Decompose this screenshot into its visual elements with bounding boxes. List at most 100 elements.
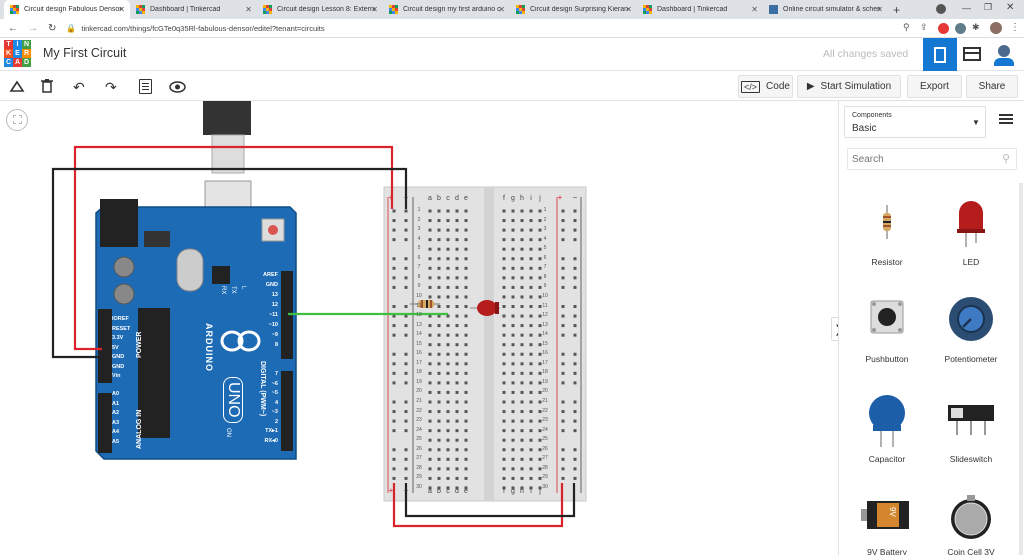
breadboard-hole[interactable] — [464, 400, 468, 404]
rail-hole[interactable] — [561, 362, 565, 366]
breadboard-hole[interactable] — [446, 362, 450, 366]
wire-rail-red[interactable] — [392, 483, 564, 528]
rail-hole[interactable] — [561, 410, 565, 414]
back-arrow-icon[interactable]: ← — [8, 22, 18, 34]
breadboard-hole[interactable] — [428, 486, 432, 490]
breadboard-hole[interactable] — [437, 238, 441, 242]
breadboard-hole[interactable] — [538, 295, 542, 299]
breadboard-hole[interactable] — [511, 410, 515, 414]
rotate-icon[interactable] — [9, 79, 25, 93]
rail-hole[interactable] — [573, 228, 577, 232]
breadboard-hole[interactable] — [455, 276, 459, 280]
breadboard-hole[interactable] — [511, 266, 515, 270]
breadboard-hole[interactable] — [446, 219, 450, 223]
rail-hole[interactable] — [573, 362, 577, 366]
breadboard-hole[interactable] — [502, 410, 506, 414]
breadboard-hole[interactable] — [529, 257, 533, 261]
breadboard-hole[interactable] — [428, 295, 432, 299]
browser-tab[interactable]: Circuit design Lesson 8: External✕ — [257, 0, 383, 19]
breadboard-hole[interactable] — [538, 390, 542, 394]
breadboard-hole[interactable] — [511, 467, 515, 471]
rail-hole[interactable] — [392, 362, 396, 366]
code-button[interactable]: </> Code — [738, 75, 793, 98]
breadboard-hole[interactable] — [502, 257, 506, 261]
breadboard-hole[interactable] — [511, 476, 515, 480]
breadboard-hole[interactable] — [437, 276, 441, 280]
breadboard-hole[interactable] — [538, 352, 542, 356]
rail-hole[interactable] — [561, 228, 565, 232]
breadboard-hole[interactable] — [520, 438, 524, 442]
breadboard-hole[interactable] — [520, 410, 524, 414]
breadboard-hole[interactable] — [529, 390, 533, 394]
breadboard-hole[interactable] — [529, 343, 533, 347]
breadboard-hole[interactable] — [502, 333, 506, 337]
breadboard-hole[interactable] — [446, 429, 450, 433]
rail-hole[interactable] — [404, 381, 408, 385]
breadboard-hole[interactable] — [529, 476, 533, 480]
breadboard-hole[interactable] — [538, 467, 542, 471]
breadboard-hole[interactable] — [437, 228, 441, 232]
breadboard-hole[interactable] — [437, 429, 441, 433]
breadboard-hole[interactable] — [428, 457, 432, 461]
breadboard-hole[interactable] — [464, 448, 468, 452]
breadboard-hole[interactable] — [437, 390, 441, 394]
user-avatar[interactable] — [991, 43, 1017, 67]
rail-hole[interactable] — [392, 285, 396, 289]
breadboard-hole[interactable] — [529, 295, 533, 299]
breadboard-hole[interactable] — [464, 371, 468, 375]
breadboard-hole[interactable] — [511, 219, 515, 223]
breadboard-hole[interactable] — [464, 285, 468, 289]
rail-hole[interactable] — [561, 467, 565, 471]
breadboard-hole[interactable] — [455, 266, 459, 270]
rail-hole[interactable] — [561, 257, 565, 261]
breadboard-hole[interactable] — [428, 324, 432, 328]
breadboard-hole[interactable] — [446, 333, 450, 337]
breadboard-hole[interactable] — [437, 209, 441, 213]
rail-hole[interactable] — [573, 352, 577, 356]
breadboard-hole[interactable] — [511, 457, 515, 461]
rail-hole[interactable] — [392, 333, 396, 337]
breadboard-hole[interactable] — [520, 247, 524, 251]
breadboard-hole[interactable] — [502, 390, 506, 394]
breadboard-hole[interactable] — [538, 266, 542, 270]
breadboard-hole[interactable] — [529, 400, 533, 404]
rail-hole[interactable] — [404, 228, 408, 232]
breadboard-hole[interactable] — [502, 371, 506, 375]
breadboard-hole[interactable] — [455, 371, 459, 375]
breadboard-hole[interactable] — [446, 257, 450, 261]
rail-hole[interactable] — [561, 400, 565, 404]
breadboard-hole[interactable] — [511, 381, 515, 385]
breadboard-hole[interactable] — [437, 400, 441, 404]
breadboard-hole[interactable] — [428, 476, 432, 480]
breadboard-hole[interactable] — [428, 352, 432, 356]
breadboard-hole[interactable] — [437, 457, 441, 461]
breadboard-hole[interactable] — [455, 476, 459, 480]
browser-tab[interactable]: Online circuit simulator & schem✕ — [763, 0, 888, 19]
breadboard-hole[interactable] — [538, 333, 542, 337]
notes-icon[interactable] — [139, 79, 152, 94]
breadboard-hole[interactable] — [437, 219, 441, 223]
rail-hole[interactable] — [573, 285, 577, 289]
breadboard-hole[interactable] — [437, 343, 441, 347]
breadboard-hole[interactable] — [520, 486, 524, 490]
breadboard-hole[interactable] — [446, 371, 450, 375]
close-tab-icon[interactable]: ✕ — [118, 5, 125, 14]
breadboard-hole[interactable] — [428, 209, 432, 213]
breadboard-hole[interactable] — [428, 419, 432, 423]
breadboard-hole[interactable] — [502, 352, 506, 356]
breadboard-hole[interactable] — [464, 381, 468, 385]
breadboard-hole[interactable] — [538, 429, 542, 433]
breadboard-hole[interactable] — [529, 381, 533, 385]
breadboard-hole[interactable] — [502, 238, 506, 242]
zoom-icon[interactable]: ⚲ — [903, 22, 910, 32]
breadboard-hole[interactable] — [464, 343, 468, 347]
breadboard-hole[interactable] — [502, 247, 506, 251]
breadboard-hole[interactable] — [446, 276, 450, 280]
breadboard-hole[interactable] — [455, 438, 459, 442]
breadboard-hole[interactable] — [529, 324, 533, 328]
breadboard-hole[interactable] — [437, 324, 441, 328]
breadboard-hole[interactable] — [455, 419, 459, 423]
breadboard-hole[interactable] — [464, 333, 468, 337]
breadboard-hole[interactable] — [538, 476, 542, 480]
